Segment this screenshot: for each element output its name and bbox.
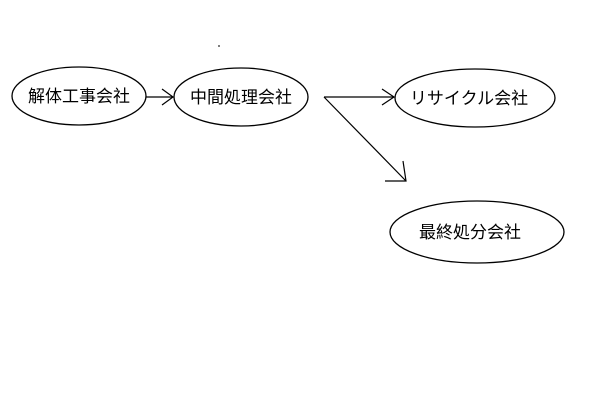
- edge-demolition-to-intermediate: [146, 88, 175, 106]
- stray-dot: [218, 45, 220, 47]
- node-final: 最終処分会社: [389, 200, 565, 264]
- edge-intermediate-to-final: [323, 96, 407, 182]
- arrowhead-icon: [381, 88, 396, 106]
- edge-intermediate-to-recycle: [324, 88, 396, 106]
- node-recycle-shape: [394, 68, 556, 128]
- node-final-shape: [389, 200, 565, 264]
- node-intermediate-label: 中間処理会社: [190, 88, 292, 108]
- node-intermediate: 中間処理会社: [173, 67, 309, 127]
- node-demolition-shape: [11, 66, 147, 126]
- node-recycle: リサイクル会社: [394, 68, 556, 128]
- node-intermediate-shape: [173, 67, 309, 127]
- node-recycle-label: リサイクル会社: [410, 89, 528, 109]
- node-demolition: 解体工事会社: [11, 66, 147, 126]
- arrowhead-icon: [385, 160, 407, 182]
- edge-line: [323, 96, 407, 182]
- node-demolition-label: 解体工事会社: [28, 87, 130, 107]
- node-final-label: 最終処分会社: [419, 223, 521, 243]
- arrowhead-icon: [161, 88, 175, 106]
